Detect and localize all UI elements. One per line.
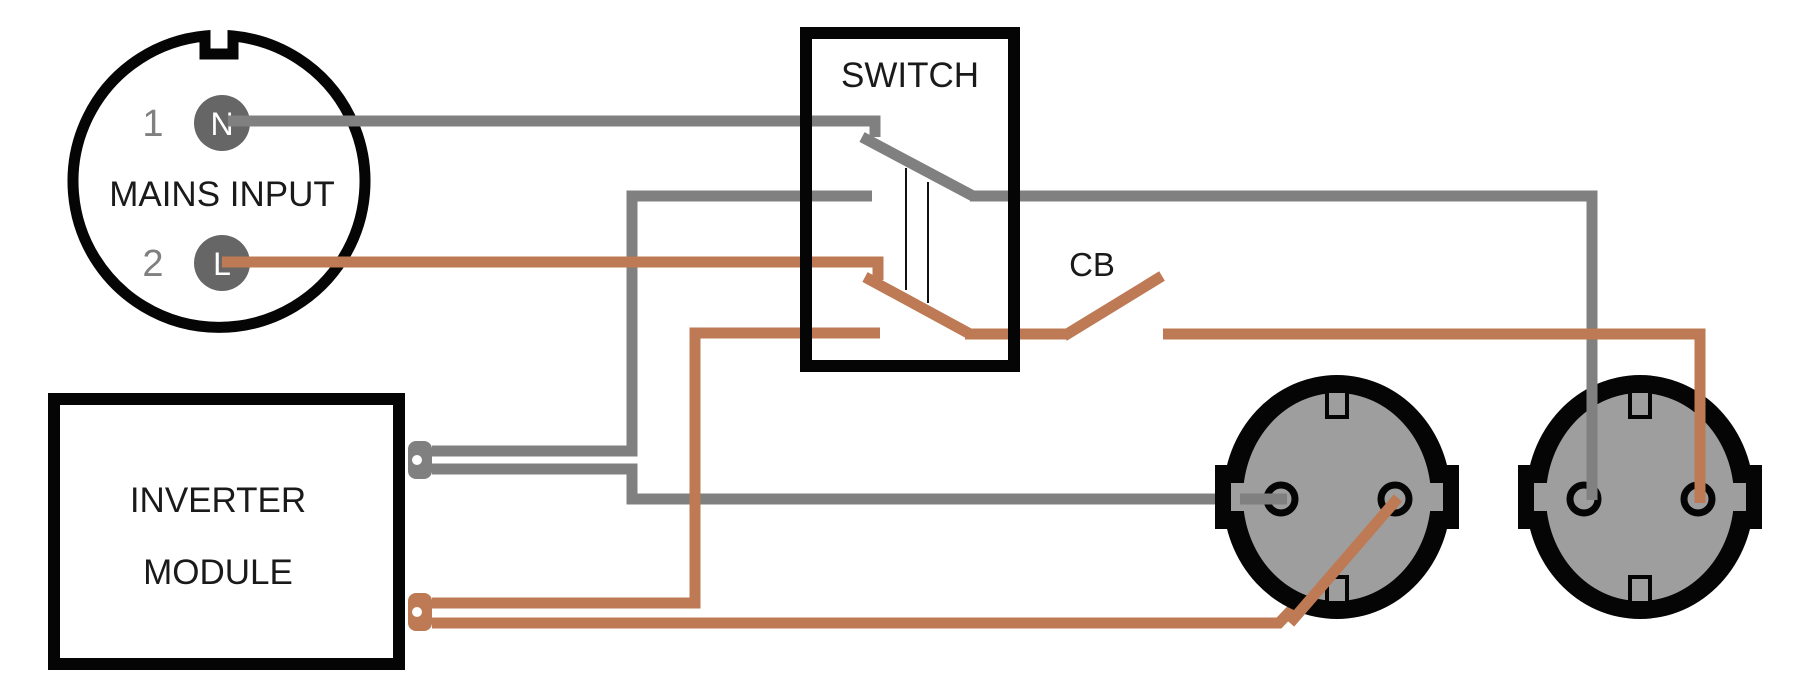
inverter-live-terminal [408, 593, 432, 631]
socket-1-side-tab-right [1439, 465, 1459, 529]
mains-input-connector: 1 N MAINS INPUT 2 L [67, 29, 371, 333]
mains-input-outline [67, 29, 371, 333]
socket-1-earth-clip-top [1325, 389, 1349, 419]
wire-inverter-neutral-to-socket-1 [432, 463, 1284, 505]
switch-live-blade [862, 272, 973, 339]
socket-1-side-tab-left [1215, 465, 1235, 529]
inverter-neutral-terminal [408, 441, 432, 479]
socket-1 [1215, 375, 1459, 619]
wire-mains-neutral-to-switch [228, 115, 881, 137]
inverter-label-line-2: MODULE [143, 553, 293, 592]
pin-n-disc [194, 95, 250, 151]
wire-mains-live-to-switch [222, 256, 884, 280]
inverter-box [48, 393, 405, 670]
pin-2-number: 2 [142, 243, 163, 285]
switch-neutral-blade [859, 132, 976, 201]
socket-2-side-tab-left [1518, 465, 1538, 529]
circuit-breaker-lever [1061, 271, 1165, 341]
pin-n-letter: N [210, 106, 233, 142]
wire-switch-live-alt-to-inverter [432, 327, 880, 609]
socket-2-earth-clip-bottom [1628, 575, 1652, 605]
inverter-label-line-1: INVERTER [130, 481, 306, 520]
pin-1-number: 1 [142, 103, 163, 145]
changeover-switch: SWITCH [800, 27, 1020, 372]
inverter-module: INVERTER MODULE [48, 393, 405, 670]
socket-1-live-wire-end [1285, 494, 1403, 627]
mains-input-label: MAINS INPUT [109, 175, 335, 214]
socket-2-side-tab-right [1742, 465, 1762, 529]
socket-wire-ends [1240, 360, 1706, 627]
neutral-wires [228, 115, 1598, 505]
wire-switch-neutral-alt-to-inverter [432, 190, 872, 457]
switch-box-outline [800, 27, 1020, 372]
switch-label: SWITCH [841, 56, 979, 95]
circuit-breaker-label: CB [1069, 246, 1115, 283]
socket-2 [1518, 375, 1762, 619]
socket-2-earth-clip-top [1628, 389, 1652, 419]
